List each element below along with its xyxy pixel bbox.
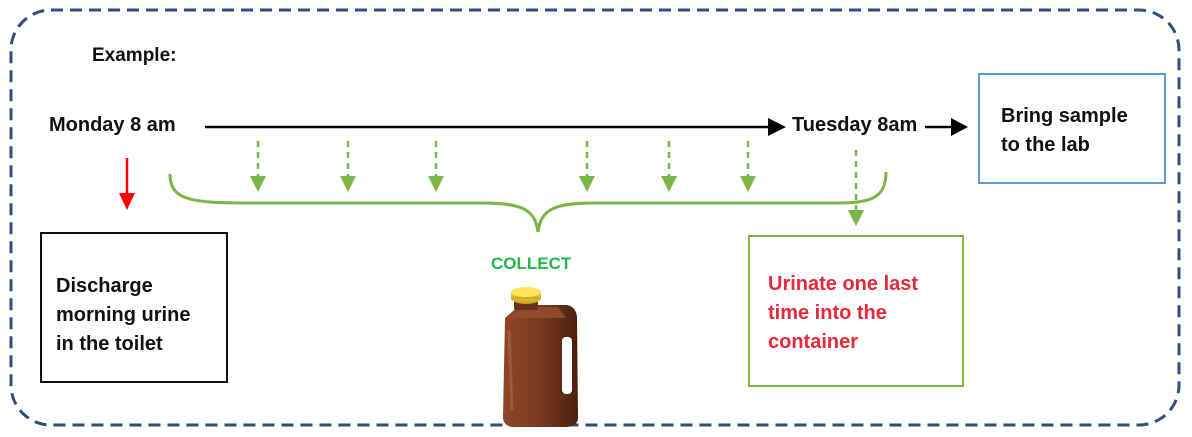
example-heading: Example: <box>92 45 177 66</box>
lab-box: Bring sample to the lab <box>978 73 1166 184</box>
discharge-box: Discharge morning urine in the toilet <box>40 232 228 383</box>
collect-label: COLLECT <box>491 254 572 273</box>
lab-text: Bring sample to the lab <box>1001 105 1128 156</box>
start-time-label: Monday 8 am <box>49 114 176 136</box>
discharge-text: Discharge morning urine in the toilet <box>56 275 191 355</box>
last-urination-text: Urinate one last time into the container <box>768 273 919 353</box>
discharge-arrowhead <box>119 193 135 210</box>
end-time-label: Tuesday 8am <box>792 114 918 136</box>
collect-brace <box>168 171 888 233</box>
last-urination-box: Urinate one last time into the container <box>748 235 964 387</box>
timeline-arrowhead <box>768 118 786 136</box>
lab-arrowhead <box>951 118 968 136</box>
collection-arrows <box>250 141 864 226</box>
